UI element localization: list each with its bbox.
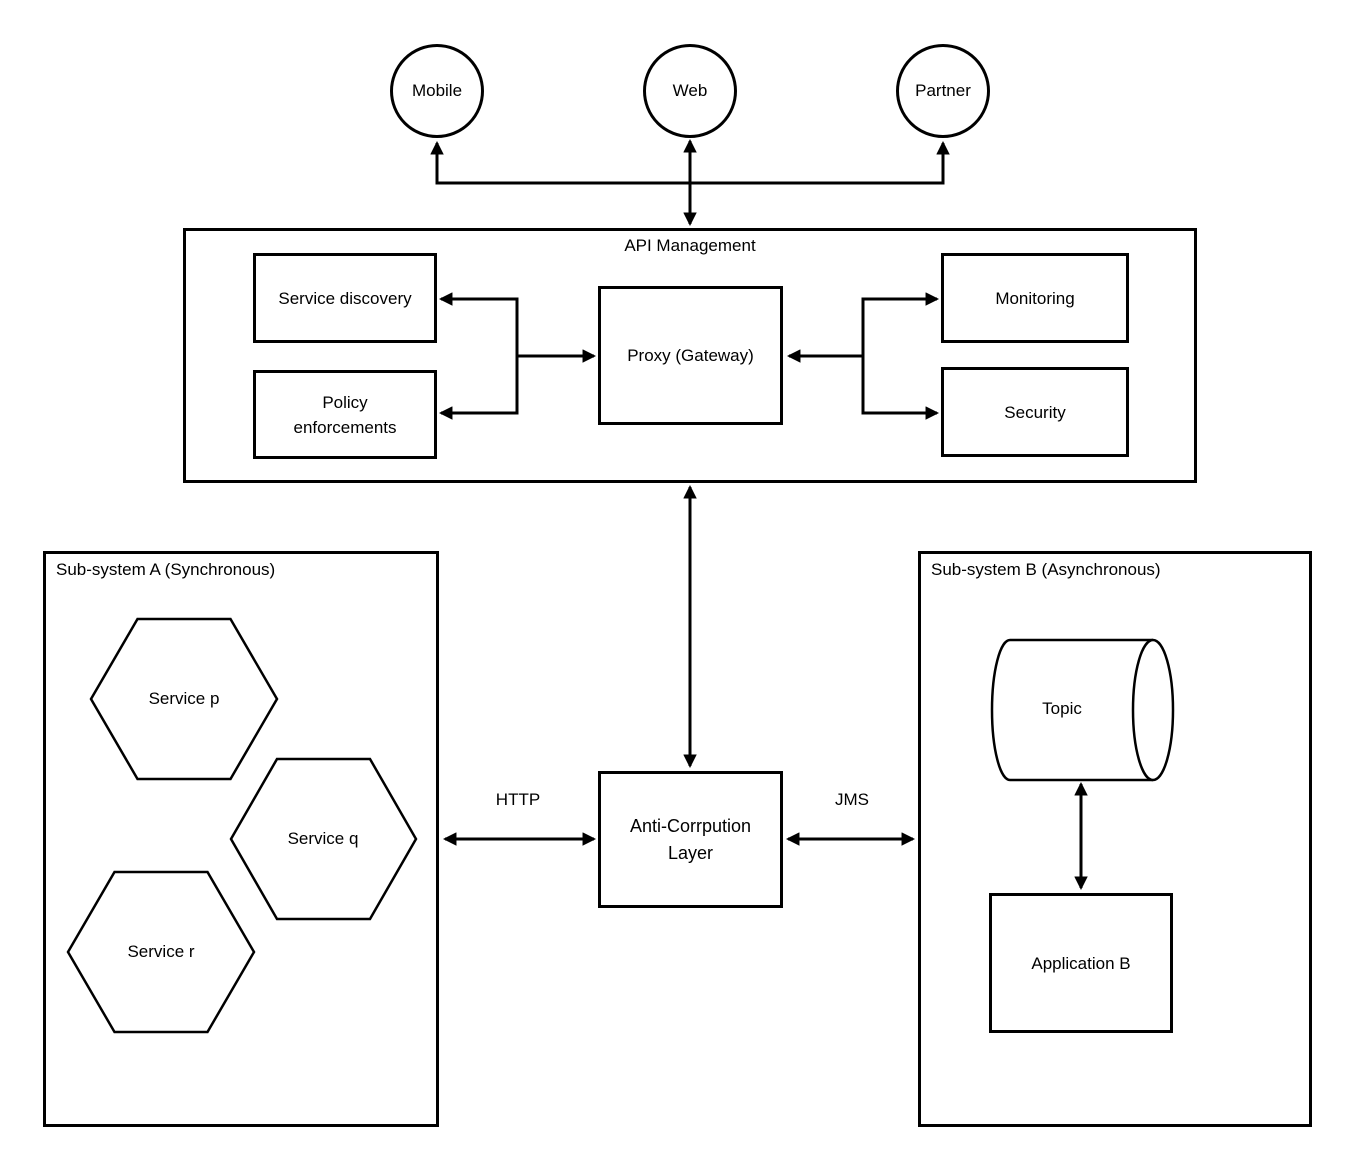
service-r-label: Service r [127, 942, 195, 961]
monitoring-label: Monitoring [995, 288, 1075, 308]
monitoring-box: Monitoring [941, 253, 1129, 343]
jms-edge-label: JMS [835, 790, 869, 809]
http-edge-label: HTTP [495, 790, 541, 809]
security-label: Security [1004, 402, 1066, 422]
client-node-partner: Partner [896, 44, 990, 138]
client-mobile-label: Mobile [411, 81, 463, 100]
arrow-to-service-discovery-and-policy [438, 292, 519, 420]
arrow-to-monitoring-and-security [861, 292, 940, 420]
subsystem-b-title: Sub-system B (Asynchronous) [931, 560, 1161, 579]
anti-corruption-layer-box: Anti-Corrpution Layer [598, 771, 783, 908]
hexagon-service-r [66, 870, 256, 1034]
service-discovery-label: Service discovery [278, 288, 412, 308]
proxy-gateway-box: Proxy (Gateway) [598, 286, 783, 425]
policy-enforcements-box: Policy enforcements [253, 370, 437, 459]
client-node-mobile: Mobile [390, 44, 484, 138]
api-management-title: API Management [624, 236, 756, 255]
topic-cylinder-body [990, 638, 1153, 782]
topic-label: Topic [1042, 699, 1082, 718]
service-q-label: Service q [287, 829, 359, 848]
anti-corruption-layer-label: Anti-Corrpution Layer [629, 815, 752, 863]
hexagon-service-q [229, 757, 418, 921]
application-b-label: Application B [1031, 953, 1131, 973]
application-b-box: Application B [989, 893, 1173, 1033]
client-node-web: Web [643, 44, 737, 138]
service-p-label: Service p [148, 689, 220, 708]
policy-enforcements-label: Policy enforcements [293, 392, 397, 437]
security-box: Security [941, 367, 1129, 457]
topic-cylinder-cap [1131, 638, 1175, 782]
proxy-gateway-label: Proxy (Gateway) [627, 346, 754, 365]
hexagon-service-p [89, 617, 279, 781]
client-web-label: Web [672, 81, 708, 100]
client-partner-label: Partner [915, 81, 971, 100]
service-discovery-box: Service discovery [253, 253, 437, 343]
subsystem-a-title: Sub-system A (Synchronous) [56, 560, 276, 579]
